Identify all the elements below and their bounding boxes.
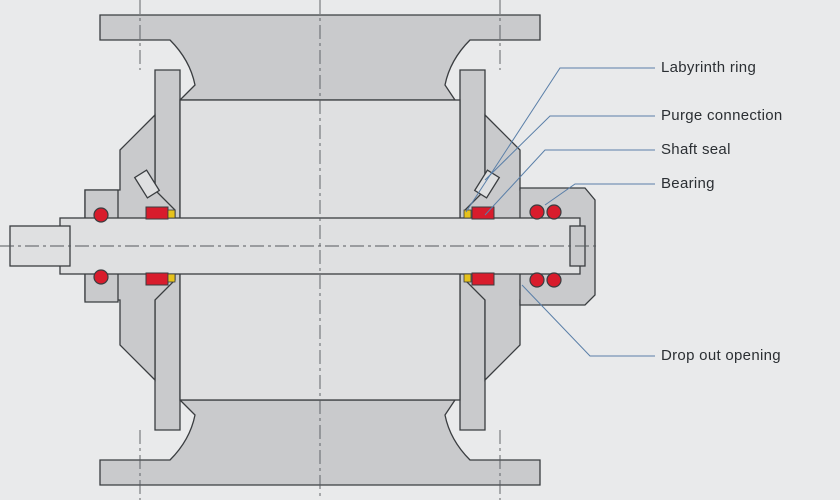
labyrinth-rings (167, 209, 472, 283)
bearing-ball (546, 204, 562, 220)
shaft-seals (145, 206, 495, 286)
purge-ports (133, 169, 501, 199)
labyrinth-left-top (167, 209, 176, 219)
seal-right-top (471, 206, 495, 220)
shaft (9, 217, 586, 275)
labyrinth-left-bottom (167, 273, 176, 283)
leader-drop-out-opening (521, 284, 655, 357)
seal-right-bottom (471, 272, 495, 286)
labyrinth-right-bottom (463, 273, 472, 283)
leader-shaft-seal (484, 149, 655, 216)
purge-port-left (133, 169, 161, 199)
leader-purge-connection (484, 115, 655, 181)
bearing-ball (529, 272, 545, 288)
bearing-ball (93, 269, 109, 285)
label-purge-connection: Purge connection (661, 107, 783, 124)
label-drop-out-opening: Drop out opening (661, 347, 781, 364)
seal-left-top (145, 206, 169, 220)
labyrinth-right-top (463, 209, 472, 219)
seal-left-bottom (145, 272, 169, 286)
leader-bearing (544, 183, 655, 206)
leader-labyrinth-ring (465, 67, 655, 213)
label-bearing: Bearing (661, 175, 715, 192)
bearing-ball (93, 207, 109, 223)
bearings (93, 204, 562, 288)
label-labyrinth-ring: Labyrinth ring (661, 59, 757, 76)
centerlines (0, 0, 600, 500)
bearing-ball (546, 272, 562, 288)
leader-lines (465, 67, 655, 357)
label-shaft-seal: Shaft seal (661, 141, 731, 158)
purge-port-right (473, 169, 501, 199)
bearing-ball (529, 204, 545, 220)
